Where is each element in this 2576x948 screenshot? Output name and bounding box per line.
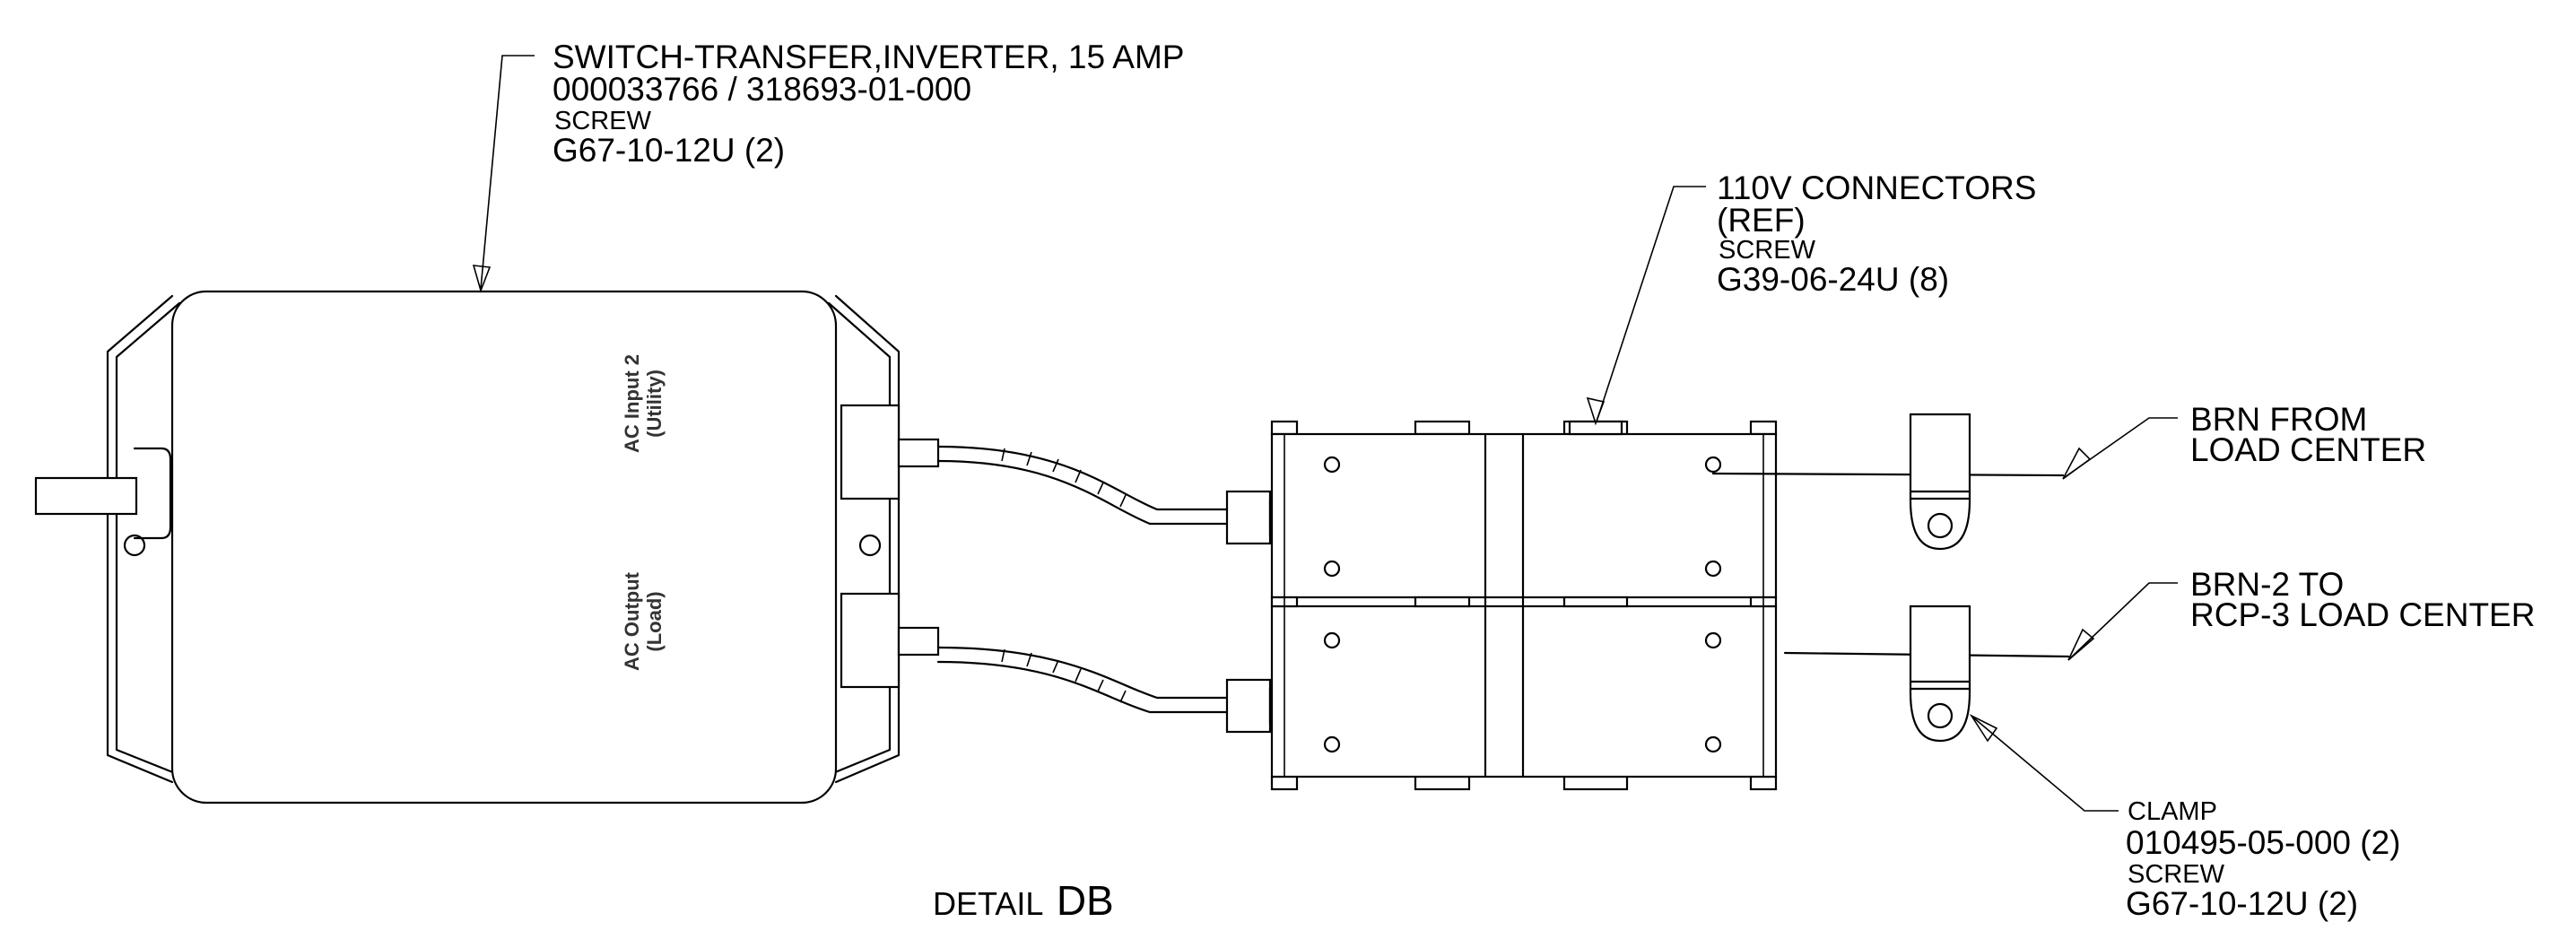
- switch-screw-part: G67-10-12U (2): [553, 132, 785, 169]
- switch-screw-label: SCREW: [554, 107, 652, 135]
- brn-wire: [1711, 472, 2065, 477]
- svg-text:DETAIL DB: DETAIL DB: [933, 877, 1114, 924]
- ac-input-sublabel: (Utility): [643, 370, 666, 438]
- detail-caption: DETAIL DB: [933, 877, 1114, 924]
- ac-output-port: [840, 592, 901, 689]
- ac-output-sublabel: (Load): [643, 591, 666, 651]
- clamp-lower: [1909, 604, 1971, 743]
- callout-brn2-to: BRN-2 TO RCP-3 LOAD CENTER: [2190, 566, 2535, 633]
- switch-body: [170, 290, 838, 804]
- ac-input-port: [840, 404, 901, 500]
- brn2-to-line1: BRN-2 TO: [2190, 566, 2344, 603]
- ac-output-label: AC Output: [621, 571, 643, 671]
- connectors-screw-label: SCREW: [1719, 236, 1816, 265]
- clamp-title: CLAMP: [2128, 797, 2217, 826]
- upper-plug: [1225, 490, 1272, 545]
- caption-id: DB: [1057, 877, 1114, 924]
- transfer-switch: AC Input 2 (Utility) AC Output (Load): [34, 290, 940, 804]
- switch-shaft: [34, 476, 138, 516]
- cables: [936, 445, 1283, 734]
- callout-connectors: 110V CONNECTORS (REF) SCREW G39-06-24U (…: [1717, 170, 2036, 298]
- clamp-screw-part: G67-10-12U (2): [2126, 885, 2358, 922]
- callout-clamp: CLAMP 010495-05-000 (2) SCREW G67-10-12U…: [2126, 797, 2401, 922]
- callout-brn-from: BRN FROM LOAD CENTER: [2190, 401, 2426, 468]
- connectors-screw-part: G39-06-24U (8): [1717, 261, 1949, 298]
- clamp-screw-label: SCREW: [2128, 860, 2225, 889]
- ac-input-label: AC Input 2: [621, 354, 643, 453]
- brn-from-line1: BRN FROM: [2190, 401, 2367, 438]
- callout-switch: SWITCH-TRANSFER,INVERTER, 15 AMP 0000337…: [553, 39, 1184, 169]
- switch-title: SWITCH-TRANSFER,INVERTER, 15 AMP: [553, 39, 1184, 75]
- clamp-part-number: 010495-05-000 (2): [2126, 824, 2401, 861]
- brn2-to-line2: RCP-3 LOAD CENTER: [2190, 596, 2535, 633]
- clamp-upper: [1909, 413, 1971, 551]
- leader-lines: [472, 55, 2178, 812]
- connector-block: [1270, 420, 1778, 791]
- lower-plug: [1225, 678, 1272, 734]
- switch-part-numbers: 000033766 / 318693-01-000: [553, 71, 971, 108]
- connectors-ref: (REF): [1717, 202, 1806, 239]
- brn-from-line2: LOAD CENTER: [2190, 431, 2426, 468]
- connectors-title: 110V CONNECTORS: [1717, 170, 2036, 206]
- caption-prefix: DETAIL: [933, 885, 1043, 922]
